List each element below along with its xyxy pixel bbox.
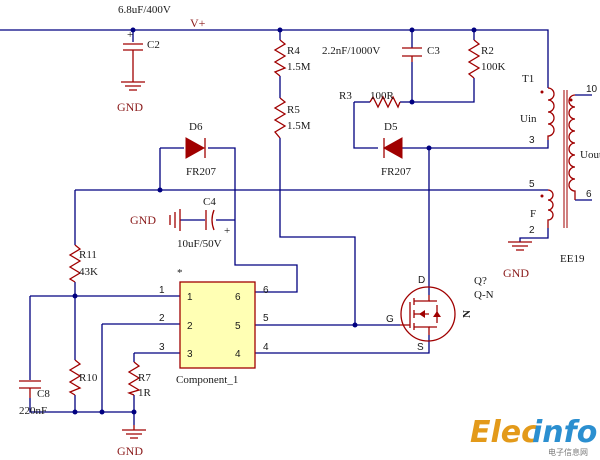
- transformer-pin-6: 6: [586, 189, 592, 200]
- r5-resistor: R5 1.5M: [273, 97, 311, 139]
- gnd-symbol-c4: GND: [130, 209, 181, 231]
- c2-capacitor: + C2: [123, 29, 160, 72]
- svg-text:+: +: [224, 225, 230, 237]
- r11-resistor: R11 43K: [68, 244, 98, 283]
- ic-component: * 1 2 3 6 5 4 1 2 3 6 5 4 Component_1: [159, 267, 269, 386]
- r10-resistor: R10: [68, 359, 98, 396]
- ic-ext-pin-3: 3: [159, 342, 165, 353]
- mosfet-type: Q-N: [474, 289, 494, 301]
- r7-value: 1R: [138, 387, 152, 399]
- r4-resistor: R4 1.5M: [273, 39, 311, 77]
- c3-ref: C3: [427, 45, 440, 57]
- r10-ref: R10: [79, 372, 98, 384]
- r11-ref: R11: [79, 249, 97, 261]
- mosfet-channel-mark: N: [461, 310, 473, 318]
- r3-resistor: R3 100R: [339, 90, 401, 109]
- r2-value: 100K: [481, 61, 506, 73]
- gnd-label-c2: GND: [117, 100, 143, 114]
- c4-ref: C4: [203, 196, 216, 208]
- watermark-part1: Elec: [470, 415, 539, 450]
- mosfet-q: D G S N Q? Q-N: [386, 275, 494, 353]
- bulk-cap-value: 6.8uF/400V: [118, 4, 171, 16]
- ic-pin-6: 6: [235, 292, 241, 303]
- ic-ext-pin-4: 4: [263, 342, 269, 353]
- r11-value: 43K: [79, 266, 98, 278]
- mosfet-pin-d: D: [418, 275, 425, 286]
- ic-ext-pin-1: 1: [159, 285, 165, 296]
- ic-name: Component_1: [176, 374, 238, 386]
- r2-ref: R2: [481, 45, 494, 57]
- mosfet-ref: Q?: [474, 275, 487, 287]
- r5-ref: R5: [287, 104, 300, 116]
- d5-ref: D5: [384, 121, 398, 133]
- watermark-sub: 电子信息网: [548, 447, 588, 457]
- ic-marker: *: [177, 267, 183, 279]
- svg-text:+: +: [127, 29, 133, 41]
- ic-pin-4: 4: [235, 349, 241, 360]
- transformer-pin-10: 10: [586, 84, 598, 95]
- c3-value: 2.2nF/1000V: [322, 45, 380, 57]
- gnd-label-c4: GND: [130, 213, 156, 227]
- r4-ref: R4: [287, 45, 300, 57]
- r2-resistor: R2 100K: [467, 39, 506, 79]
- transformer-f-label: F: [530, 208, 536, 220]
- transformer-uout-label: Uout: [580, 149, 600, 161]
- r7-resistor: R7 1R: [127, 361, 152, 399]
- ic-pin-2: 2: [187, 321, 193, 332]
- transformer-pin-3: 3: [529, 135, 535, 146]
- transformer-pin-2: 2: [529, 225, 535, 236]
- d6-diode: D6 FR207: [185, 121, 216, 178]
- c8-ref: C8: [37, 388, 50, 400]
- d6-value: FR207: [186, 166, 216, 178]
- gnd-label-transformer: GND: [503, 266, 529, 280]
- ic-pin-5: 5: [235, 321, 241, 332]
- transformer-core: EE19: [560, 253, 585, 265]
- r5-value: 1.5M: [287, 120, 311, 132]
- c4-value: 10uF/50V: [177, 238, 222, 250]
- c8-value: 220nF: [19, 405, 47, 417]
- ic-ext-pin-5: 5: [263, 313, 269, 324]
- watermark-part2: info: [532, 415, 597, 450]
- junctions: [72, 27, 477, 415]
- r3-value: 100R: [370, 90, 395, 102]
- r3-ref: R3: [339, 90, 352, 102]
- d6-ref: D6: [189, 121, 203, 133]
- r7-ref: R7: [138, 372, 151, 384]
- transformer-t1: T1 Uin Uout F 3 5 2 10 6 EE19: [520, 73, 600, 265]
- vplus-net-label: V+: [190, 16, 206, 30]
- transformer-uin-label: Uin: [520, 113, 537, 125]
- c3-capacitor: C3 2.2nF/1000V: [322, 45, 440, 62]
- d5-value: FR207: [381, 166, 411, 178]
- gnd-label-bottom: GND: [117, 444, 143, 458]
- ic-pin-1: 1: [187, 292, 193, 303]
- c4-capacitor: + C4 10uF/50V: [177, 196, 230, 250]
- d5-diode: D5 FR207: [381, 121, 411, 178]
- gnd-symbol-bottom: GND: [117, 425, 146, 458]
- ic-ext-pin-6: 6: [263, 285, 269, 296]
- gnd-symbol-transformer: GND: [503, 241, 532, 280]
- mosfet-pin-s: S: [417, 342, 424, 353]
- c2-ref: C2: [147, 39, 160, 51]
- wires: [0, 29, 592, 425]
- transformer-pin-5: 5: [529, 179, 535, 190]
- watermark-logo: Elec info 电子信息网: [470, 415, 597, 457]
- ic-pin-3: 3: [187, 349, 193, 360]
- ic-ext-pin-2: 2: [159, 313, 165, 324]
- gnd-symbol-c2: GND: [117, 72, 145, 114]
- mosfet-pin-g: G: [386, 314, 394, 325]
- transformer-ref: T1: [522, 73, 534, 85]
- c8-capacitor: C8 220nF: [19, 380, 50, 417]
- r4-value: 1.5M: [287, 61, 311, 73]
